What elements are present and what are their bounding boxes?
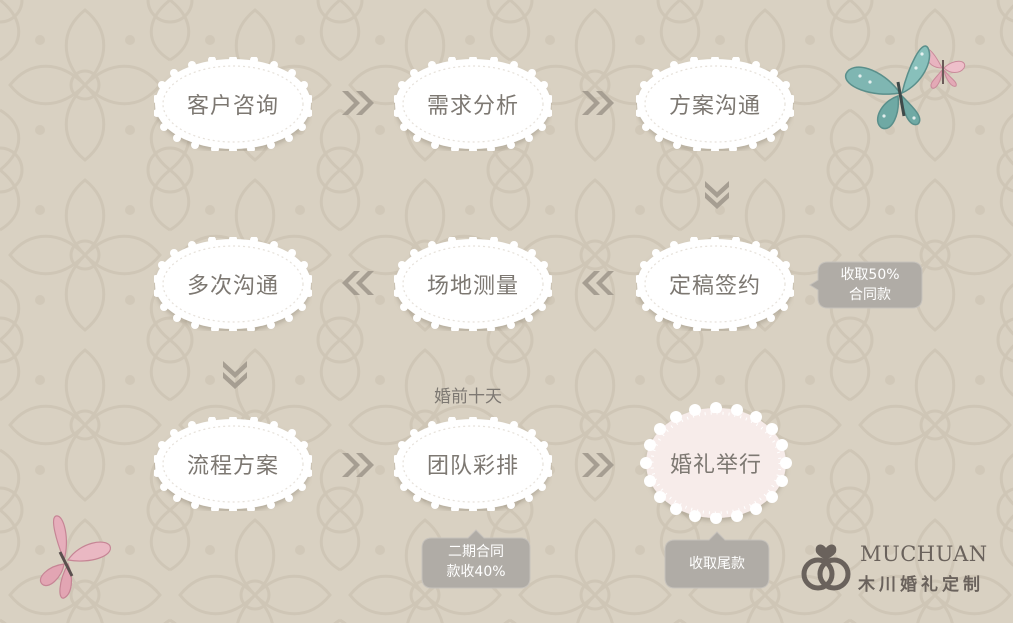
double-chevron-down-icon [220, 358, 250, 392]
note-final-payment: 收取尾款 [664, 531, 770, 589]
double-chevron-left-icon [578, 268, 618, 298]
step-label: 多次沟通 [186, 274, 279, 299]
rehearsal-time-label: 婚前十天 [434, 387, 502, 407]
note-second-payment: 二期合同 款收40% [421, 529, 531, 589]
step-process-plan: 流程方案 [154, 417, 312, 511]
double-chevron-left-icon [338, 268, 378, 298]
step-plan-discussion: 方案沟通 [636, 57, 794, 151]
note-text: 收取尾款 [689, 556, 745, 572]
step-team-rehearsal: 团队彩排 [394, 417, 552, 511]
double-chevron-right-icon [338, 88, 378, 118]
brand-name-en: MUCHUAN [860, 542, 988, 566]
step-label: 团队彩排 [426, 454, 519, 479]
step-label: 流程方案 [186, 454, 279, 479]
butterfly-icon [39, 515, 111, 599]
step-contract-signing: 定稿签约 [636, 237, 794, 331]
note-sign-payment: 收取50% 合同款 [809, 261, 923, 309]
double-chevron-down-icon [702, 178, 732, 212]
step-label: 婚礼举行 [669, 453, 762, 478]
brand-name-cn: 木川婚礼定制 [858, 575, 984, 595]
double-chevron-right-icon [338, 450, 378, 480]
note-line-1: 二期合同 [448, 544, 504, 560]
step-label: 需求分析 [426, 94, 519, 119]
step-venue-survey: 场地测量 [394, 237, 552, 331]
step-label: 定稿签约 [668, 274, 761, 299]
speech-bubble [664, 531, 770, 589]
step-customer-consult: 客户咨询 [154, 57, 312, 151]
step-label: 方案沟通 [668, 94, 761, 119]
speech-bubble [421, 529, 531, 589]
double-chevron-right-icon [578, 88, 618, 118]
rings-logo-icon [801, 544, 851, 591]
brand-logo: MUCHUAN 木川婚礼定制 [798, 540, 998, 596]
speech-bubble [809, 261, 923, 309]
step-wedding-ceremony: 婚礼举行 [640, 402, 792, 524]
lace-doily-frame [640, 402, 792, 524]
step-label: 客户咨询 [186, 94, 279, 119]
step-needs-analysis: 需求分析 [394, 57, 552, 151]
butterfly-icon [845, 45, 966, 130]
double-chevron-right-icon [578, 450, 618, 480]
step-multiple-discussions: 多次沟通 [154, 237, 312, 331]
note-line-1: 收取50% [840, 267, 900, 283]
note-line-2: 合同款 [849, 287, 891, 303]
note-line-2: 款收40% [446, 564, 506, 580]
step-label: 场地测量 [426, 274, 519, 299]
